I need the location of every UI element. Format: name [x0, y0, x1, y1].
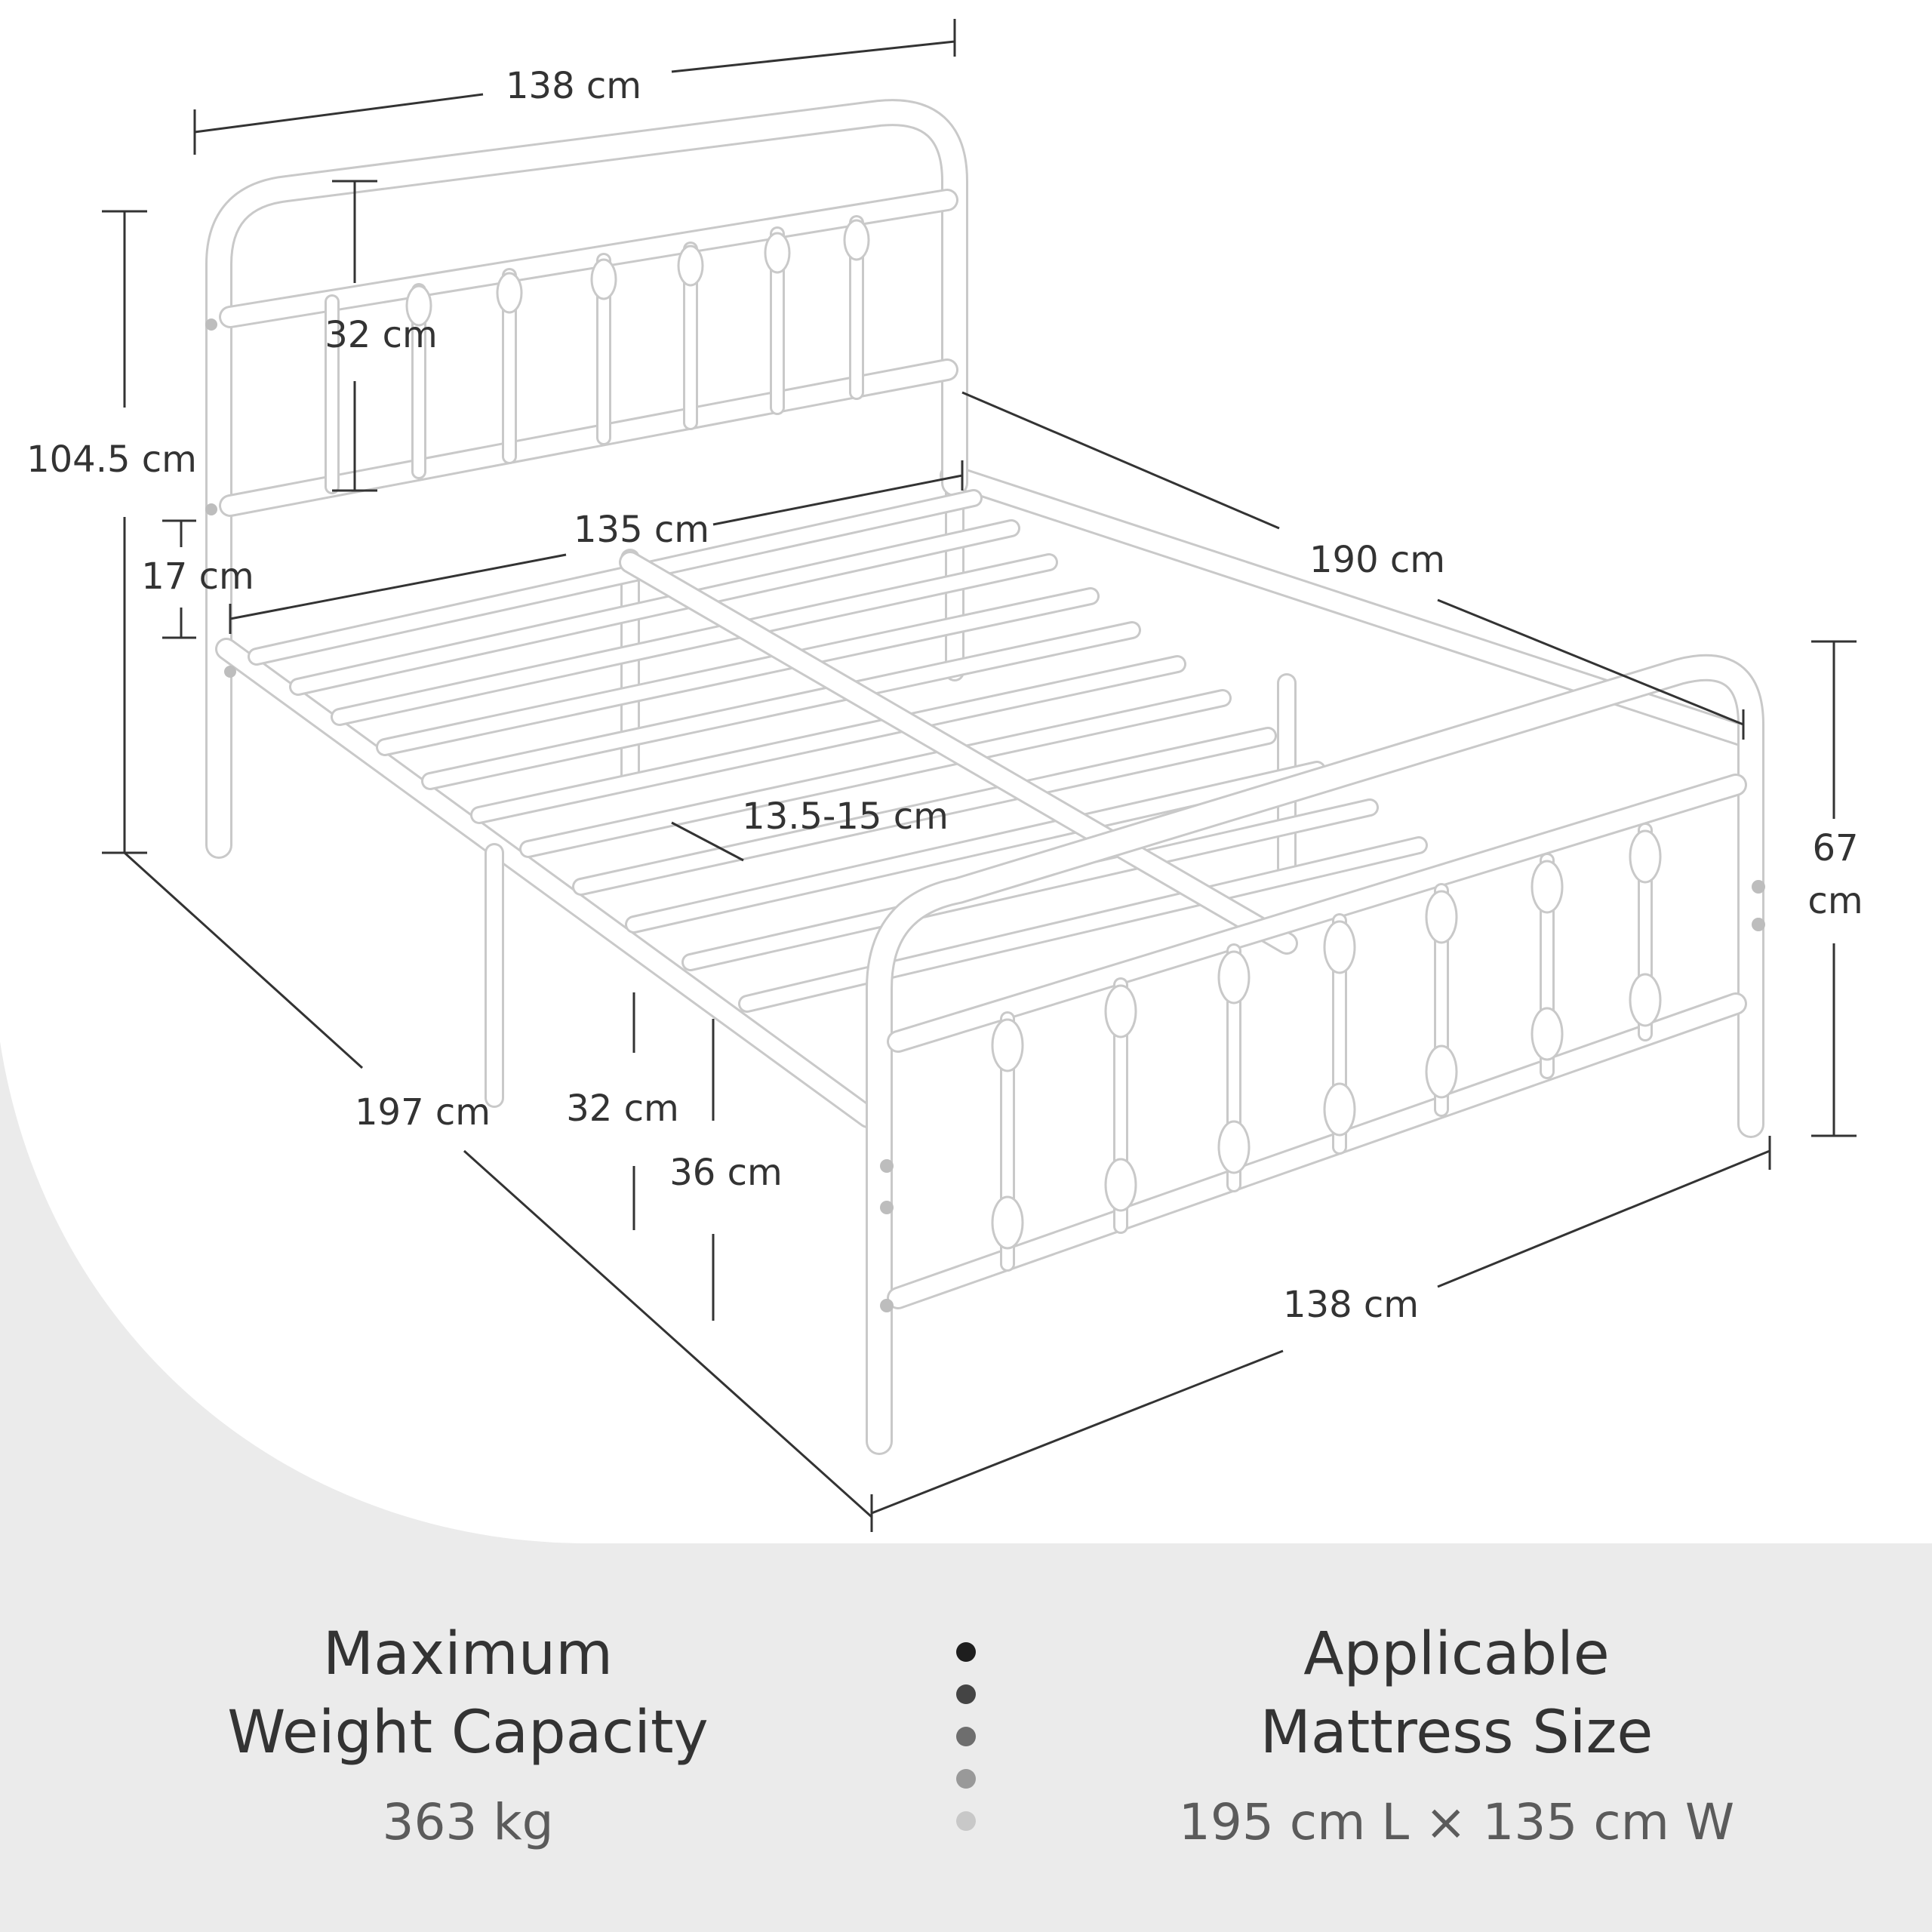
platform	[215, 489, 1428, 1128]
dimension-labels: 138 cm 32 cm 104.5 cm 17 cm 135 cm 190 c…	[26, 65, 1863, 1326]
dim-overall-length: 197 cm	[355, 1091, 491, 1134]
weight-capacity-spec: Maximum Weight Capacity 363 kg	[166, 1615, 770, 1857]
weight-capacity-value: 363 kg	[382, 1793, 554, 1851]
separator-dot	[956, 1684, 976, 1704]
slats	[248, 489, 1428, 1013]
separator-dot	[956, 1727, 976, 1746]
mattress-size-title: Applicable Mattress Size	[1260, 1620, 1654, 1767]
dim-footboard-height-value: 67	[1812, 827, 1858, 869]
footboard	[205, 318, 1765, 1455]
dim-head-clearance: 17 cm	[141, 555, 254, 598]
dim-under-bed-clearance: 32 cm	[566, 1088, 678, 1130]
weight-capacity-title: Maximum Weight Capacity	[227, 1620, 709, 1767]
headboard-spindles	[325, 215, 870, 494]
dim-headboard-panel-height: 32 cm	[325, 314, 437, 356]
dimension-lines	[102, 19, 1857, 1532]
dim-footboard-height-unit: cm	[1807, 880, 1863, 922]
dim-floor-to-slats: 36 cm	[669, 1152, 782, 1194]
dim-headboard-width: 138 cm	[506, 65, 641, 107]
separator-dot	[956, 1769, 976, 1789]
mattress-size-value: 195 cm L × 135 cm W	[1178, 1793, 1735, 1851]
dim-inner-length: 190 cm	[1309, 539, 1445, 581]
dim-inner-width: 135 cm	[574, 509, 709, 551]
footboard-spindles	[991, 823, 1662, 1272]
diagram-panel	[0, 0, 1932, 1543]
bed-frame-illustration	[205, 99, 1765, 1455]
headboard	[205, 99, 968, 859]
mattress-size-spec: Applicable Mattress Size 195 cm L × 135 …	[1117, 1615, 1796, 1857]
separator-dots	[955, 1642, 977, 1854]
dim-slat-spacing: 13.5-15 cm	[742, 795, 949, 838]
separator-dot	[956, 1811, 976, 1831]
separator-dot	[956, 1642, 976, 1662]
dim-footboard-width: 138 cm	[1283, 1284, 1419, 1326]
dim-headboard-total-height: 104.5 cm	[26, 438, 197, 481]
